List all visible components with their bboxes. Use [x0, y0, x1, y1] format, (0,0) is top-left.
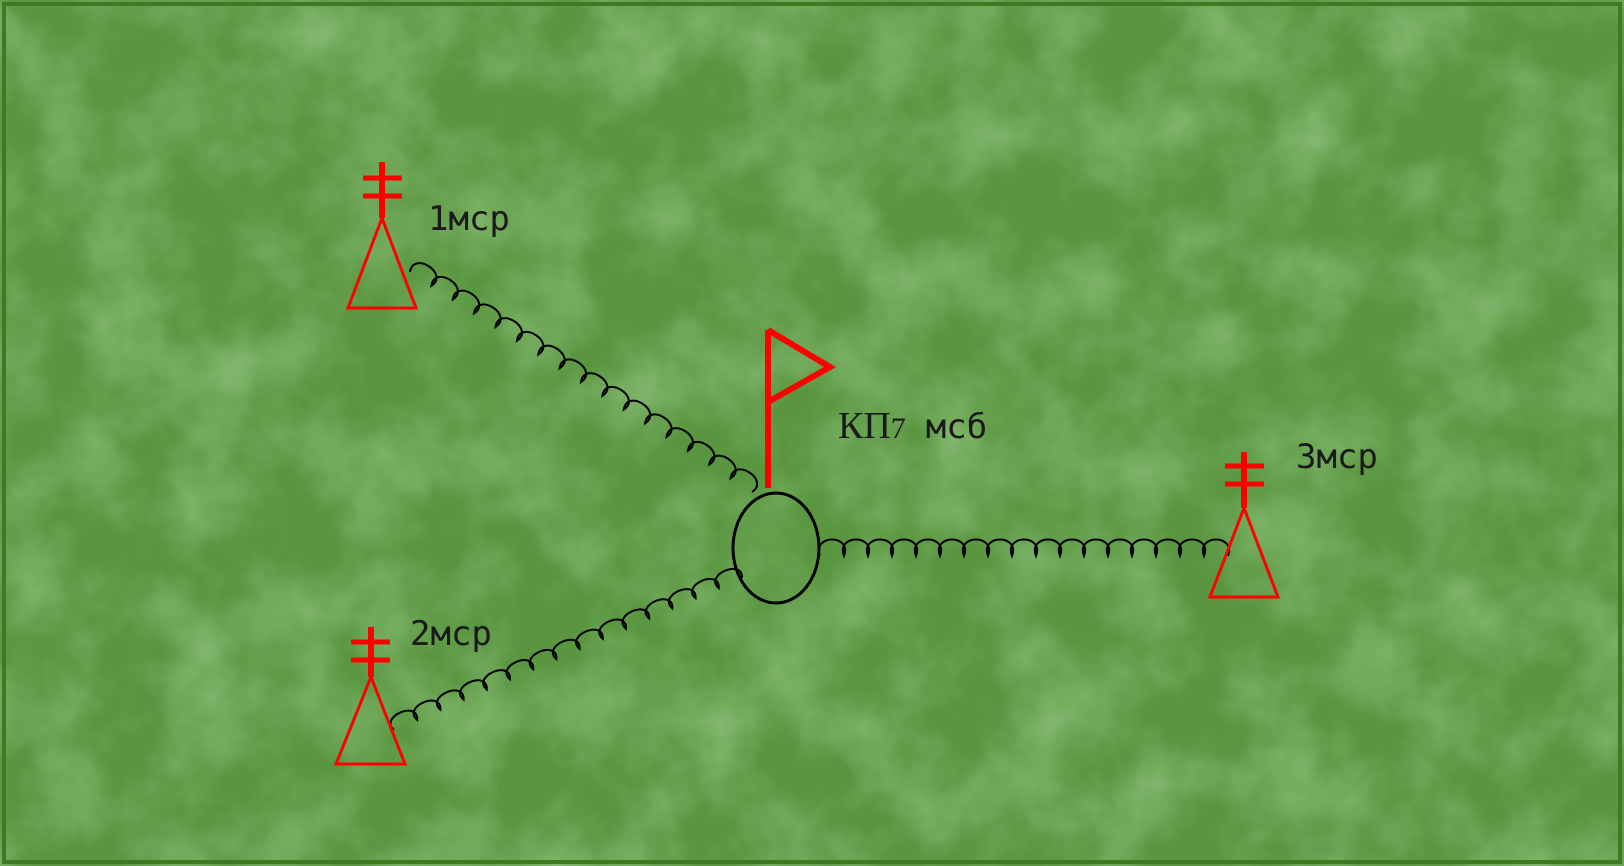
connection-lines [389, 262, 1231, 731]
unit-1-symbol [345, 162, 419, 310]
flag-icon [765, 327, 836, 488]
command-post-label: КП7 мсб [838, 405, 987, 447]
command-post-circle [731, 491, 821, 605]
unit-2-label: 2мср [410, 614, 492, 654]
coil-line-unit-1 [409, 262, 759, 493]
unit-2-symbol [333, 627, 408, 766]
coil-line-unit-2 [389, 567, 744, 731]
unit-3-symbol [1207, 452, 1281, 599]
command-post-label-number: 7 [891, 412, 906, 445]
unit-3-label: 3мср [1296, 437, 1378, 477]
command-post-label-suffix: мсб [926, 407, 987, 447]
command-post-label-prefix: КП [838, 405, 891, 447]
unit-1-label: 1мср [428, 199, 510, 239]
coil-line-unit-3 [817, 538, 1231, 559]
